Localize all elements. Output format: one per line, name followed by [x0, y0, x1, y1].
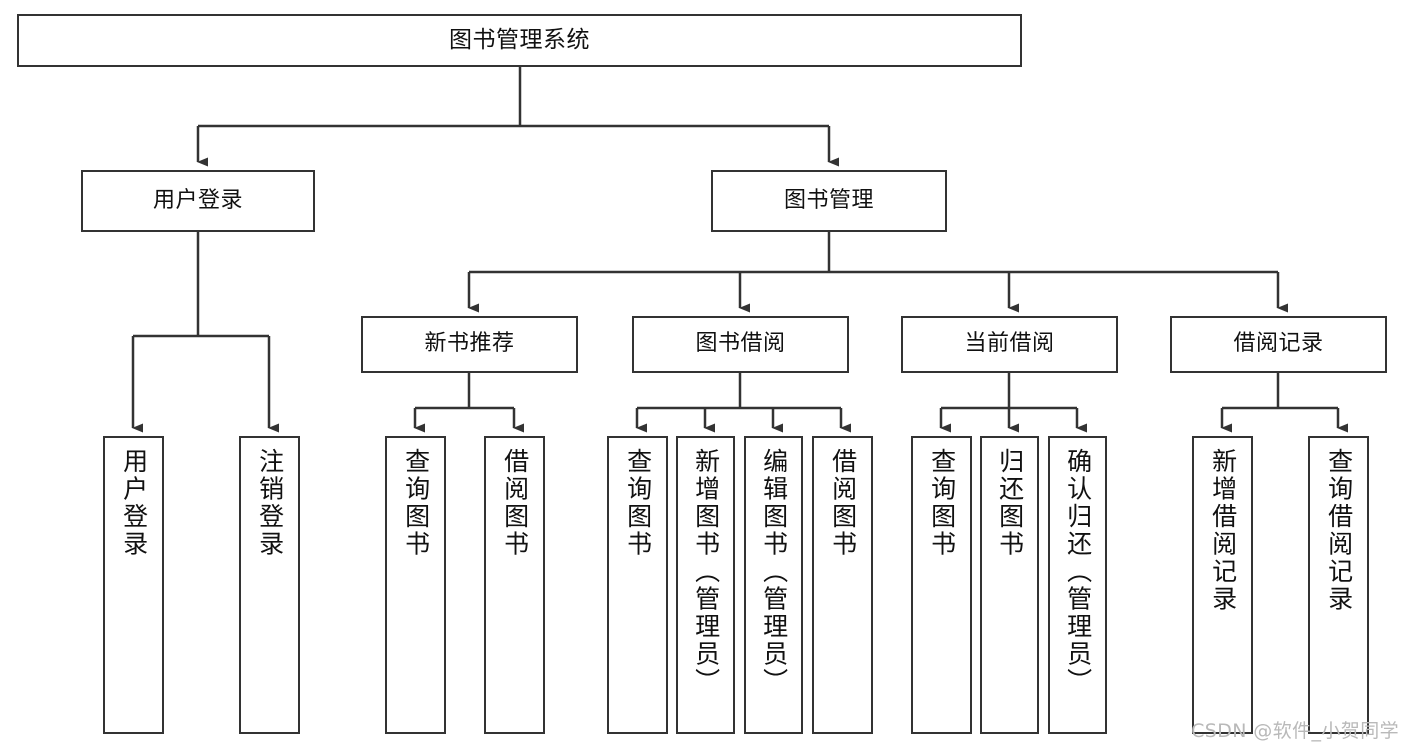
- leaf-borrow-book[interactable]: 借阅图书: [812, 436, 873, 734]
- node-label: 注销登录: [255, 448, 285, 558]
- leaf-add-book-admin[interactable]: 新增图书（管理员）: [676, 436, 735, 734]
- node-label: 借阅图书: [500, 448, 530, 558]
- node-book-borrow[interactable]: 图书借阅: [632, 316, 849, 373]
- leaf-edit-book-admin[interactable]: 编辑图书（管理员）: [744, 436, 803, 734]
- node-label: 查询图书: [623, 448, 653, 558]
- node-label: 查询借阅记录: [1324, 448, 1354, 613]
- node-label: 归还图书: [995, 448, 1025, 558]
- node-label: 新增借阅记录: [1208, 448, 1238, 613]
- leaf-add-borrow-record[interactable]: 新增借阅记录: [1192, 436, 1253, 734]
- node-label: 用户登录: [152, 187, 243, 213]
- node-label: 借阅图书: [828, 448, 858, 558]
- node-label: 当前借阅: [964, 331, 1055, 357]
- leaf-query-book-current[interactable]: 查询图书: [911, 436, 972, 734]
- node-current-borrow[interactable]: 当前借阅: [901, 316, 1118, 373]
- node-label: 用户登录: [119, 448, 149, 558]
- leaf-logout[interactable]: 注销登录: [239, 436, 300, 734]
- node-label: 新书推荐: [424, 331, 515, 357]
- leaf-query-book-borrow[interactable]: 查询图书: [607, 436, 668, 734]
- leaf-query-book-recommend[interactable]: 查询图书: [385, 436, 446, 734]
- node-label: 查询图书: [927, 448, 957, 558]
- node-label: 图书管理系统: [449, 26, 590, 53]
- node-new-book-recommend[interactable]: 新书推荐: [361, 316, 578, 373]
- node-label: 图书借阅: [695, 331, 786, 357]
- node-borrow-record[interactable]: 借阅记录: [1170, 316, 1387, 373]
- node-label: 编辑图书（管理员）: [759, 448, 789, 696]
- leaf-confirm-return-admin[interactable]: 确认归还（管理员）: [1048, 436, 1107, 734]
- leaf-user-login[interactable]: 用户登录: [103, 436, 164, 734]
- leaf-borrow-book-recommend[interactable]: 借阅图书: [484, 436, 545, 734]
- node-root-book-management-system[interactable]: 图书管理系统: [17, 14, 1022, 67]
- node-label: 新增图书（管理员）: [691, 448, 721, 696]
- csdn-watermark: CSDN @软件_小贺同学: [1191, 720, 1399, 742]
- node-label: 借阅记录: [1233, 331, 1324, 357]
- leaf-return-book[interactable]: 归还图书: [980, 436, 1039, 734]
- node-book-management[interactable]: 图书管理: [711, 170, 947, 232]
- node-label: 确认归还（管理员）: [1063, 448, 1093, 696]
- node-label: 图书管理: [783, 187, 874, 213]
- node-user-login[interactable]: 用户登录: [81, 170, 315, 232]
- node-label: 查询图书: [401, 448, 431, 558]
- leaf-query-borrow-record[interactable]: 查询借阅记录: [1308, 436, 1369, 734]
